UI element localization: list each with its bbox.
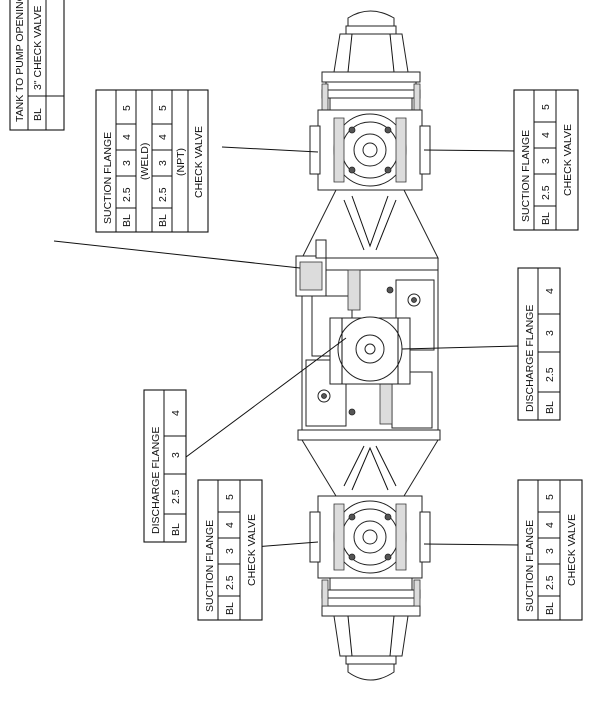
top-end-cap — [333, 10, 409, 73]
suction-tl-footer: CHECK VALVE — [193, 126, 205, 198]
suction-tl-r2-4: 4 — [157, 134, 169, 140]
suction-tl-npt-note: (NPT) — [175, 148, 187, 176]
suction-bl-25: 2.5 — [224, 575, 236, 590]
suction-tl-weld-note: (WELD) — [139, 143, 151, 180]
suction-flange-table-top-right: SUCTION FLANGE BL 2.5 3 4 5 CHECK VALVE — [513, 89, 579, 231]
leader-suction-top-left — [221, 146, 319, 153]
discharge-left-title: DISCHARGE FLANGE — [150, 427, 162, 534]
bottom-end-cap — [333, 615, 409, 681]
suction-br-footer: CHECK VALVE — [566, 514, 578, 586]
discharge-right-bl: BL — [544, 401, 556, 414]
suction-tr-3: 3 — [540, 158, 552, 164]
bottom-flange-stack — [321, 577, 421, 617]
suction-tr-5: 5 — [540, 104, 552, 110]
suction-flange-table-bottom-left: SUCTION FLANGE BL 2.5 3 4 5 CHECK VALVE — [197, 479, 263, 621]
suction-tr-bl: BL — [540, 212, 552, 225]
discharge-left-3: 3 — [170, 452, 182, 458]
suction-bl-footer: CHECK VALVE — [246, 514, 258, 586]
top-flange-stack — [321, 71, 421, 111]
suction-tl-r1-25: 2.5 — [121, 187, 133, 202]
suction-tl-r1-3: 3 — [121, 160, 133, 166]
suction-br-title: SUCTION FLANGE — [524, 520, 536, 612]
tank-opening-title: TANK TO PUMP OPENING — [14, 0, 26, 122]
suction-flange-table-bottom-right: SUCTION FLANGE BL 2.5 3 4 5 CHECK VALVE — [517, 479, 583, 621]
suction-br-25: 2.5 — [544, 575, 556, 590]
suction-bl-4: 4 — [224, 522, 236, 528]
suction-tr-title: SUCTION FLANGE — [520, 130, 532, 222]
suction-tr-25: 2.5 — [540, 185, 552, 200]
discharge-right-4: 4 — [544, 288, 556, 294]
center-housing — [295, 239, 441, 441]
suction-bl-3: 3 — [224, 548, 236, 554]
suction-tl-r1-4: 4 — [121, 134, 133, 140]
leader-suction-bottom-right — [423, 543, 521, 546]
suction-flange-table-top-left: SUCTION FLANGE BL 2.5 3 4 5 (WELD) BL 2.… — [95, 89, 209, 233]
discharge-left-4: 4 — [170, 410, 182, 416]
suction-tl-r2-25: 2.5 — [157, 187, 169, 202]
discharge-flange-table-left: DISCHARGE FLANGE BL 2.5 3 4 — [143, 389, 187, 543]
suction-tl-r1-5: 5 — [121, 105, 133, 111]
suction-br-bl: BL — [544, 602, 556, 615]
suction-tl-r1-bl: BL — [121, 214, 133, 227]
suction-tl-r2-5: 5 — [157, 105, 169, 111]
bottom-pump-head — [309, 495, 431, 579]
discharge-right-25: 2.5 — [544, 367, 556, 382]
suction-tl-r2-3: 3 — [157, 160, 169, 166]
discharge-right-3: 3 — [544, 330, 556, 336]
leader-discharge-left — [181, 337, 347, 461]
suction-tl-title: SUCTION FLANGE — [102, 132, 114, 224]
leader-suction-top-right — [423, 149, 517, 152]
discharge-flange-table-right: DISCHARGE FLANGE BL 2.5 3 4 — [517, 267, 561, 421]
bottom-body-neck — [301, 439, 439, 497]
tank-opening-table: TANK TO PUMP OPENING BL 3" CHECK VALVE — [9, 0, 65, 131]
suction-bl-5: 5 — [224, 494, 236, 500]
leader-discharge-right — [401, 345, 521, 350]
suction-br-3: 3 — [544, 548, 556, 554]
tank-opening-value: 3" CHECK VALVE — [32, 6, 44, 90]
suction-br-5: 5 — [544, 494, 556, 500]
discharge-left-bl: BL — [170, 523, 182, 536]
pump-assembly — [295, 10, 441, 681]
suction-tl-r2-bl: BL — [157, 214, 169, 227]
top-body-neck — [301, 189, 439, 259]
tank-opening-bl: BL — [32, 108, 44, 121]
leader-tank-opening — [53, 240, 301, 269]
suction-tr-footer: CHECK VALVE — [562, 124, 574, 196]
suction-bl-title: SUCTION FLANGE — [204, 520, 216, 612]
discharge-left-25: 2.5 — [170, 489, 182, 504]
discharge-right-title: DISCHARGE FLANGE — [524, 305, 536, 412]
suction-bl-bl: BL — [224, 602, 236, 615]
top-pump-head — [309, 109, 431, 191]
suction-br-4: 4 — [544, 522, 556, 528]
suction-tr-4: 4 — [540, 132, 552, 138]
